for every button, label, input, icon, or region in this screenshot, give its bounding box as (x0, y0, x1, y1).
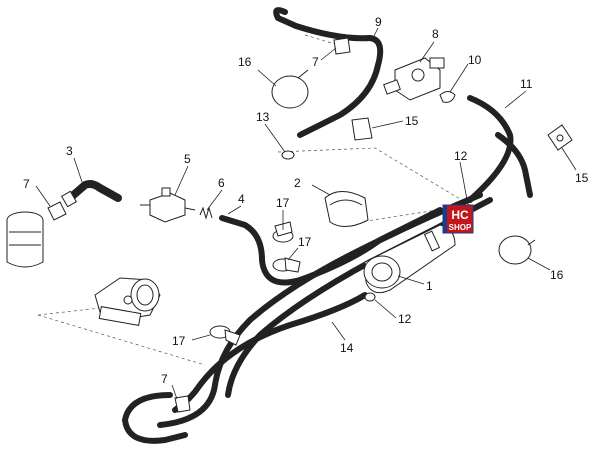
badge-line1: HC (451, 208, 469, 222)
clip-10 (439, 91, 456, 103)
canister (363, 224, 456, 294)
callout-15-center: 15 (405, 114, 419, 128)
clamp-17-b (272, 257, 301, 273)
callout-17-b: 17 (298, 235, 312, 249)
clip-7-left (47, 201, 67, 221)
check-valve (140, 187, 196, 223)
callout-5: 5 (184, 152, 191, 166)
callout-3: 3 (66, 144, 73, 158)
callout-14: 14 (340, 341, 354, 355)
ring-16-right (498, 235, 536, 265)
hc-shop-logo: HC SHOP (442, 204, 474, 234)
callout-17-a: 17 (276, 196, 290, 210)
leader-lines (35, 27, 577, 400)
ring-16-top (271, 69, 309, 109)
callout-11: 11 (520, 77, 533, 91)
reference-lines (37, 34, 472, 366)
callout-7-left: 7 (23, 177, 30, 191)
callout-labels: 1 2 3 4 5 6 7 7 7 8 9 10 11 12 12 13 14 … (23, 15, 589, 386)
callout-9: 9 (375, 15, 382, 29)
purge-valve (383, 57, 445, 101)
intake-fitting (6, 211, 44, 268)
callout-1: 1 (426, 279, 433, 293)
callout-16-right: 16 (550, 268, 564, 282)
callout-15-right: 15 (575, 171, 589, 185)
callout-13: 13 (256, 110, 270, 124)
callout-17-c: 17 (172, 334, 186, 348)
clamp-17-c (209, 325, 241, 346)
clip-15-right (547, 124, 573, 151)
spring-6 (199, 206, 213, 220)
callout-2: 2 (294, 176, 301, 190)
callout-8: 8 (432, 27, 439, 41)
callout-10: 10 (468, 53, 482, 67)
callout-7-bottom: 7 (161, 372, 168, 386)
callout-4: 4 (238, 192, 245, 206)
clip-7-bottom (174, 395, 191, 413)
callout-12-top: 12 (454, 149, 468, 163)
canister-bracket (324, 191, 369, 227)
callout-12-bottom: 12 (398, 312, 412, 326)
seal-13 (281, 150, 295, 160)
hose-3 (60, 180, 122, 208)
callout-6: 6 (218, 176, 225, 190)
clip-7-top (333, 37, 351, 55)
callout-7-top: 7 (312, 55, 319, 69)
clamp-17-a (272, 221, 294, 243)
callout-16-top: 16 (238, 55, 252, 69)
badge-line2: SHOP (449, 223, 472, 232)
clip-15-center (351, 117, 373, 141)
throttle-body (94, 277, 161, 326)
seal-12 (364, 292, 376, 302)
